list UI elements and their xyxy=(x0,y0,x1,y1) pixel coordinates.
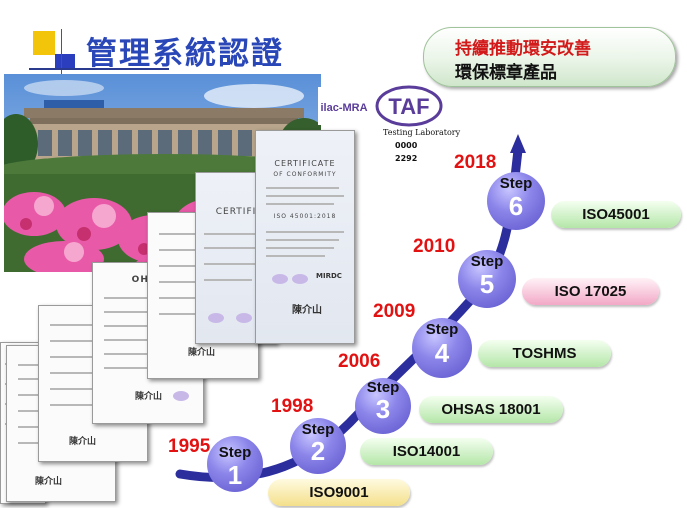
lab-number-1: 0000 xyxy=(395,141,418,150)
step-5-ball: Step 5 xyxy=(458,250,516,308)
standard-iso45001: ISO45001 xyxy=(551,201,681,228)
standard-ohsas-18001: OHSAS 18001 xyxy=(419,396,563,423)
taf-logo: TAF xyxy=(374,84,444,128)
lab-number-2: 2292 xyxy=(395,154,418,163)
year-2010: 2010 xyxy=(413,236,456,257)
step-2-ball: Step 2 xyxy=(290,418,346,474)
ilac-mra-logo: ilac-MRA xyxy=(318,87,370,125)
step-1-ball: Step 1 xyxy=(207,436,263,492)
standard-iso17025: ISO 17025 xyxy=(522,278,659,305)
svg-text:ilac-MRA: ilac-MRA xyxy=(320,102,367,114)
year-1998: 1998 xyxy=(271,396,314,417)
year-2018: 2018 xyxy=(454,152,497,173)
year-2006: 2006 xyxy=(338,351,381,372)
title-deco-red-line xyxy=(61,29,62,79)
title-deco-blue-block xyxy=(55,54,75,70)
title-underline xyxy=(29,68,169,70)
standard-iso9001: ISO9001 xyxy=(268,479,410,506)
eco-banner-line1: 持續推動環安改善 xyxy=(455,39,591,59)
page-title: 管理系統認證 xyxy=(86,36,284,72)
eco-banner xyxy=(423,27,676,87)
eco-banner-line2: 環保標章產品 xyxy=(455,63,557,83)
standard-toshms: TOSHMS xyxy=(478,340,611,367)
step-3-ball: Step 3 xyxy=(355,378,411,434)
testing-laboratory-label: Testing Laboratory xyxy=(383,128,461,137)
step-4-ball: Step 4 xyxy=(412,318,472,378)
standard-iso14001: ISO14001 xyxy=(360,438,493,465)
certificate-iso45001: CERTIFICATE OF CONFORMITY ISO 45001:2018… xyxy=(255,130,355,344)
title-deco-yellow-block xyxy=(33,31,55,55)
step-6-ball: Step 6 xyxy=(487,172,545,230)
year-2009: 2009 xyxy=(373,301,416,322)
year-1995: 1995 xyxy=(168,436,211,457)
svg-text:TAF: TAF xyxy=(388,94,429,119)
